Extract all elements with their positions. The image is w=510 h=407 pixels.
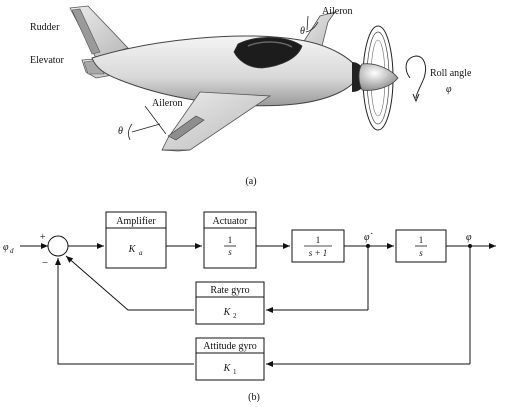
plant-block [291, 229, 345, 263]
roll-angle-label: Roll angle [430, 68, 472, 79]
actuator-title: Actuator [213, 216, 249, 227]
theta-bottom-label: θ [118, 126, 123, 137]
rate-gyro-gain-sub: 2 [233, 312, 237, 320]
aileron-bottom-label: Aileron [152, 98, 183, 109]
plant-num: 1 [316, 235, 321, 245]
airplane-illustration [69, 5, 427, 152]
output-pickoff-dot [468, 244, 472, 248]
caption-b: (b) [248, 392, 260, 403]
actuator-num: 1 [228, 235, 233, 245]
amplifier-block [105, 211, 167, 269]
rate-gyro-block [195, 281, 265, 325]
plant-den: s + 1 [309, 248, 328, 258]
rate-pickoff-dot [366, 244, 370, 248]
elevator-label: Elevator [30, 55, 65, 66]
amplifier-title: Amplifier [116, 216, 156, 227]
amplifier-gain-sub: a [139, 249, 143, 257]
rudder-label: Rudder [30, 22, 60, 33]
actuator-den: s [228, 247, 232, 257]
integrator-den: s [419, 248, 423, 258]
caption-a: (a) [245, 176, 256, 187]
rudder-surface [71, 8, 101, 55]
input-phi-sub: d [10, 247, 14, 255]
lower-wing [161, 91, 272, 151]
summing-junction [47, 235, 69, 257]
roll-arrow [405, 55, 427, 99]
integrator-block [395, 229, 447, 263]
aileron-top-label: Aileron [322, 6, 353, 17]
actuator-block [203, 211, 257, 269]
amplifier-gain: K [128, 244, 137, 255]
phi-dot-label: φ̇ [364, 232, 373, 243]
minus-sign: − [42, 257, 48, 269]
block-diagram [20, 235, 496, 367]
attitude-gyro-gain: K [223, 363, 232, 374]
lower-aileron-surface [167, 115, 205, 141]
roll-phi-label: φ [446, 84, 452, 95]
attitude-gyro-block [195, 337, 265, 381]
attitude-gyro-gain-sub: 1 [233, 368, 237, 376]
theta-top-label: θ [300, 26, 305, 37]
plus-sign: + [40, 232, 46, 243]
input-phi-label: φ [3, 242, 9, 253]
attitude-gyro-title: Attitude gyro [203, 341, 257, 352]
integrator-num: 1 [419, 235, 424, 245]
spinner [358, 63, 399, 91]
output-phi-label: φ [466, 232, 472, 243]
rate-gyro-title: Rate gyro [210, 285, 249, 296]
rate-gyro-gain: K [223, 307, 232, 318]
